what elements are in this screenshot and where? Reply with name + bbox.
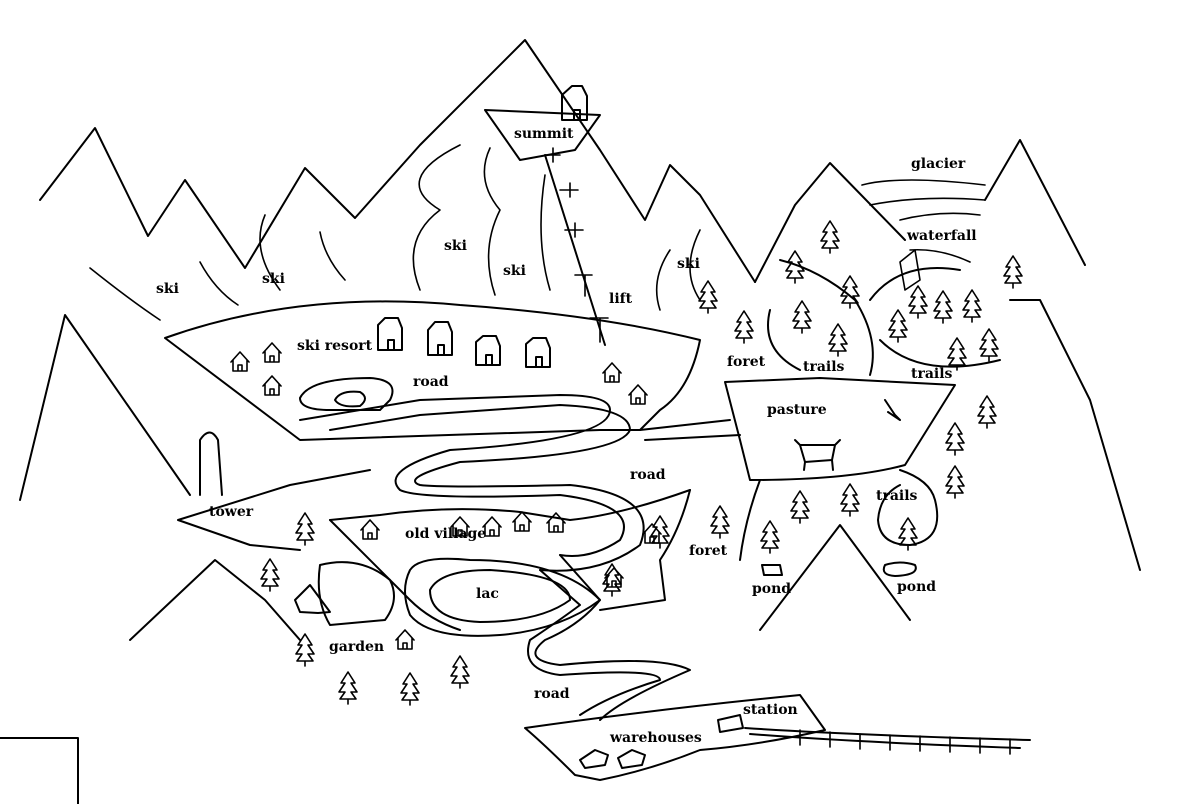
label-garden: garden bbox=[329, 639, 384, 655]
tree-icon bbox=[933, 290, 953, 324]
house-icon bbox=[262, 342, 282, 363]
station-area bbox=[524, 694, 1031, 781]
house-icon bbox=[262, 375, 282, 396]
station-building-icon bbox=[717, 714, 744, 733]
label-trails: trails bbox=[803, 359, 845, 375]
label-trails: trails bbox=[876, 488, 918, 504]
tree-icon bbox=[338, 671, 358, 705]
tree-icon bbox=[710, 505, 730, 539]
tree-icon bbox=[602, 563, 622, 597]
warehouse-icon bbox=[579, 749, 609, 769]
tree-icon bbox=[698, 280, 718, 314]
label-ski: ski bbox=[444, 238, 467, 254]
ski-lift bbox=[544, 147, 609, 346]
tree-icon bbox=[888, 309, 908, 343]
label-trails: trails bbox=[911, 366, 953, 382]
tower-icon bbox=[199, 431, 223, 496]
tree-icon bbox=[260, 558, 280, 592]
winding-road bbox=[299, 394, 741, 721]
house-icon bbox=[628, 384, 648, 405]
house-icon bbox=[395, 629, 415, 650]
tree-icon bbox=[840, 483, 860, 517]
label-foret: foret bbox=[689, 543, 728, 559]
tree-icon bbox=[450, 655, 470, 689]
label-ski: ski bbox=[503, 263, 526, 279]
house-icon bbox=[482, 516, 502, 537]
label-tower: tower bbox=[209, 504, 254, 520]
label-station: station bbox=[743, 702, 798, 718]
map-labels: summit glacier waterfall ski ski ski ski… bbox=[156, 126, 977, 746]
summit-area bbox=[484, 85, 601, 161]
ski-slopes bbox=[89, 144, 701, 321]
tree-icon bbox=[979, 328, 999, 362]
label-road: road bbox=[630, 467, 666, 483]
house-icon bbox=[512, 511, 532, 532]
trees bbox=[260, 220, 1023, 706]
tree-icon bbox=[792, 300, 812, 334]
tree-icon bbox=[820, 220, 840, 254]
tree-icon bbox=[898, 517, 918, 551]
label-pasture: pasture bbox=[767, 402, 827, 418]
tree-icon bbox=[790, 490, 810, 524]
label-pond: pond bbox=[752, 581, 791, 597]
house-icon bbox=[360, 519, 380, 540]
tree-icon bbox=[962, 289, 982, 323]
tree-icon bbox=[1003, 255, 1023, 289]
label-ski-resort: ski resort bbox=[297, 338, 373, 354]
houses bbox=[230, 342, 662, 650]
label-road: road bbox=[534, 686, 570, 702]
house-icon bbox=[602, 362, 622, 383]
tree-icon bbox=[828, 323, 848, 357]
tree-icon bbox=[977, 395, 997, 429]
house-icon bbox=[230, 351, 250, 372]
tree-icon bbox=[650, 515, 670, 549]
label-lift: lift bbox=[609, 291, 633, 307]
old-village-area bbox=[329, 489, 691, 631]
label-warehouses: warehouses bbox=[609, 730, 702, 746]
tree-icon bbox=[760, 520, 780, 554]
building-icon bbox=[427, 321, 453, 356]
building-icon bbox=[525, 337, 551, 368]
tree-icon bbox=[785, 250, 805, 284]
tree-icon bbox=[295, 633, 315, 667]
warehouse-icon bbox=[617, 749, 646, 769]
lake bbox=[404, 557, 601, 637]
house-icon bbox=[450, 516, 470, 537]
tree-icon bbox=[908, 285, 928, 319]
mountain-range bbox=[19, 39, 1141, 641]
label-waterfall: waterfall bbox=[906, 228, 977, 244]
label-old-village: old village bbox=[405, 526, 486, 542]
tree-icon bbox=[734, 310, 754, 344]
tree-icon bbox=[840, 275, 860, 309]
pasture-area bbox=[724, 377, 956, 481]
tree-icon bbox=[945, 465, 965, 499]
tree-icon bbox=[295, 512, 315, 546]
label-foret: foret bbox=[727, 354, 766, 370]
label-ski: ski bbox=[677, 256, 700, 272]
glacier-area bbox=[861, 179, 986, 291]
tower-area bbox=[177, 431, 371, 551]
corner-frame bbox=[0, 737, 79, 804]
label-pond: pond bbox=[897, 579, 936, 595]
label-glacier: glacier bbox=[911, 156, 966, 172]
label-ski: ski bbox=[262, 271, 285, 287]
label-road: road bbox=[413, 374, 449, 390]
tree-icon bbox=[947, 337, 967, 371]
resort-buildings bbox=[377, 317, 551, 368]
tree-icon bbox=[945, 422, 965, 456]
garden-area bbox=[294, 561, 395, 626]
house-icon bbox=[546, 512, 566, 533]
tree-icon bbox=[400, 672, 420, 706]
label-ski: ski bbox=[156, 281, 179, 297]
building-icon bbox=[475, 335, 501, 366]
cow-icon bbox=[794, 439, 841, 471]
label-summit: summit bbox=[514, 126, 574, 142]
label-lac: lac bbox=[476, 586, 499, 602]
ponds bbox=[761, 561, 917, 577]
ski-resort-area bbox=[164, 300, 701, 441]
building-icon bbox=[377, 317, 403, 351]
summit-building-icon bbox=[561, 85, 588, 121]
